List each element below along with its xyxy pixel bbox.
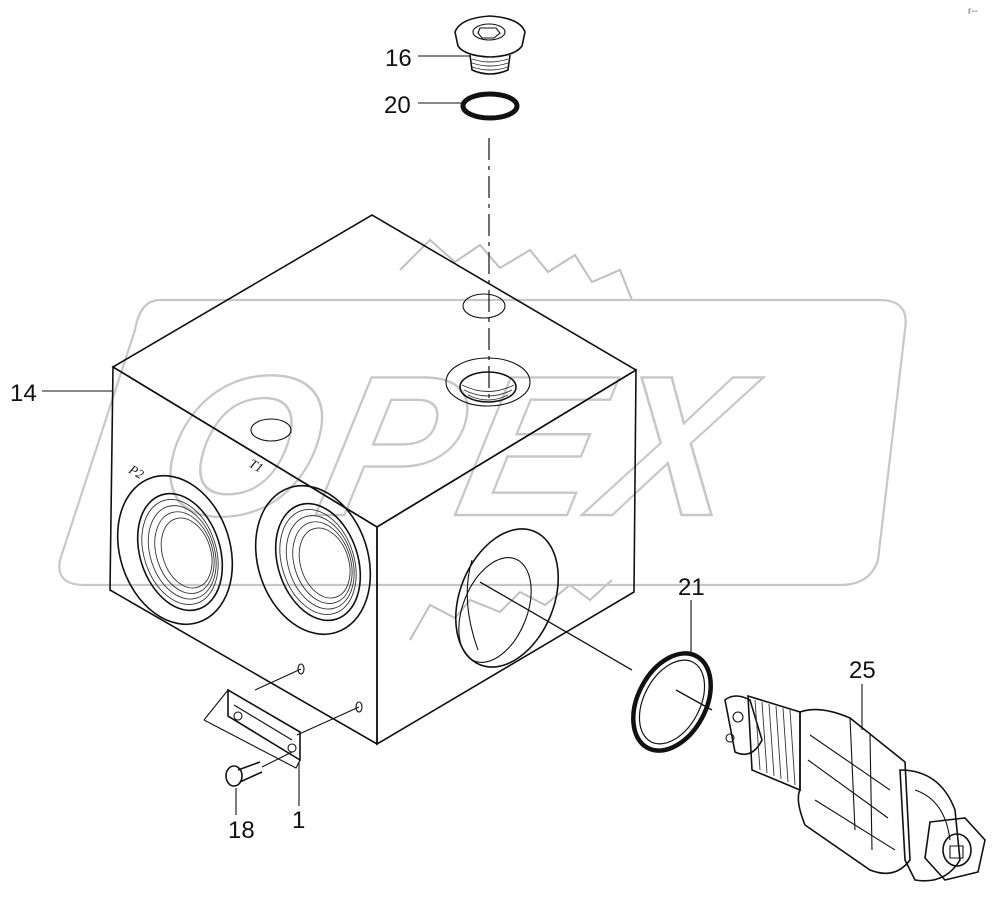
watermark-band [58, 298, 907, 587]
nameplate-pin-holes [297, 663, 363, 713]
opex-watermark: OPEX [58, 238, 907, 641]
callout-20: 20 [384, 92, 463, 119]
callout-label-25: 25 [849, 657, 876, 684]
port-t1 [254, 484, 372, 636]
cartridge-bore [454, 528, 560, 668]
callout-label-14: 14 [10, 380, 37, 407]
callout-label-18: 18 [228, 817, 255, 844]
valve-block-part-14: P2 T1 [109, 214, 638, 746]
callout-16: 16 [385, 45, 470, 72]
nameplate-part-1 [203, 668, 360, 769]
port-label-p2: P2 [126, 461, 147, 482]
watermark-gear [399, 238, 633, 641]
callout-1: 1 [292, 762, 305, 834]
callout-14: 14 [10, 380, 112, 407]
corner-mark: r-- [968, 6, 978, 17]
watermark-text: OPEX [141, 334, 772, 557]
top-small-hole-1 [462, 293, 506, 319]
callout-label-20: 20 [384, 92, 411, 119]
plug-part-16 [454, 15, 526, 75]
top-small-hole-2 [250, 418, 292, 442]
top-port-hole [445, 357, 531, 407]
drive-pin-part-18 [225, 751, 293, 787]
o-ring-part-21 [631, 651, 713, 753]
callout-label-16: 16 [385, 45, 412, 72]
port-label-t1: T1 [247, 456, 266, 476]
callout-label-21: 21 [678, 574, 705, 601]
cartridge-axis-line [479, 581, 633, 671]
cartridge-axis-line-2 [675, 689, 713, 711]
callout-label-1: 1 [292, 807, 305, 834]
port-p2 [116, 474, 234, 626]
callout-18: 18 [228, 788, 255, 844]
callout-21: 21 [678, 574, 705, 652]
relief-valve-part-25 [724, 694, 986, 882]
callout-25: 25 [849, 657, 876, 730]
o-ring-part-20 [460, 91, 520, 121]
